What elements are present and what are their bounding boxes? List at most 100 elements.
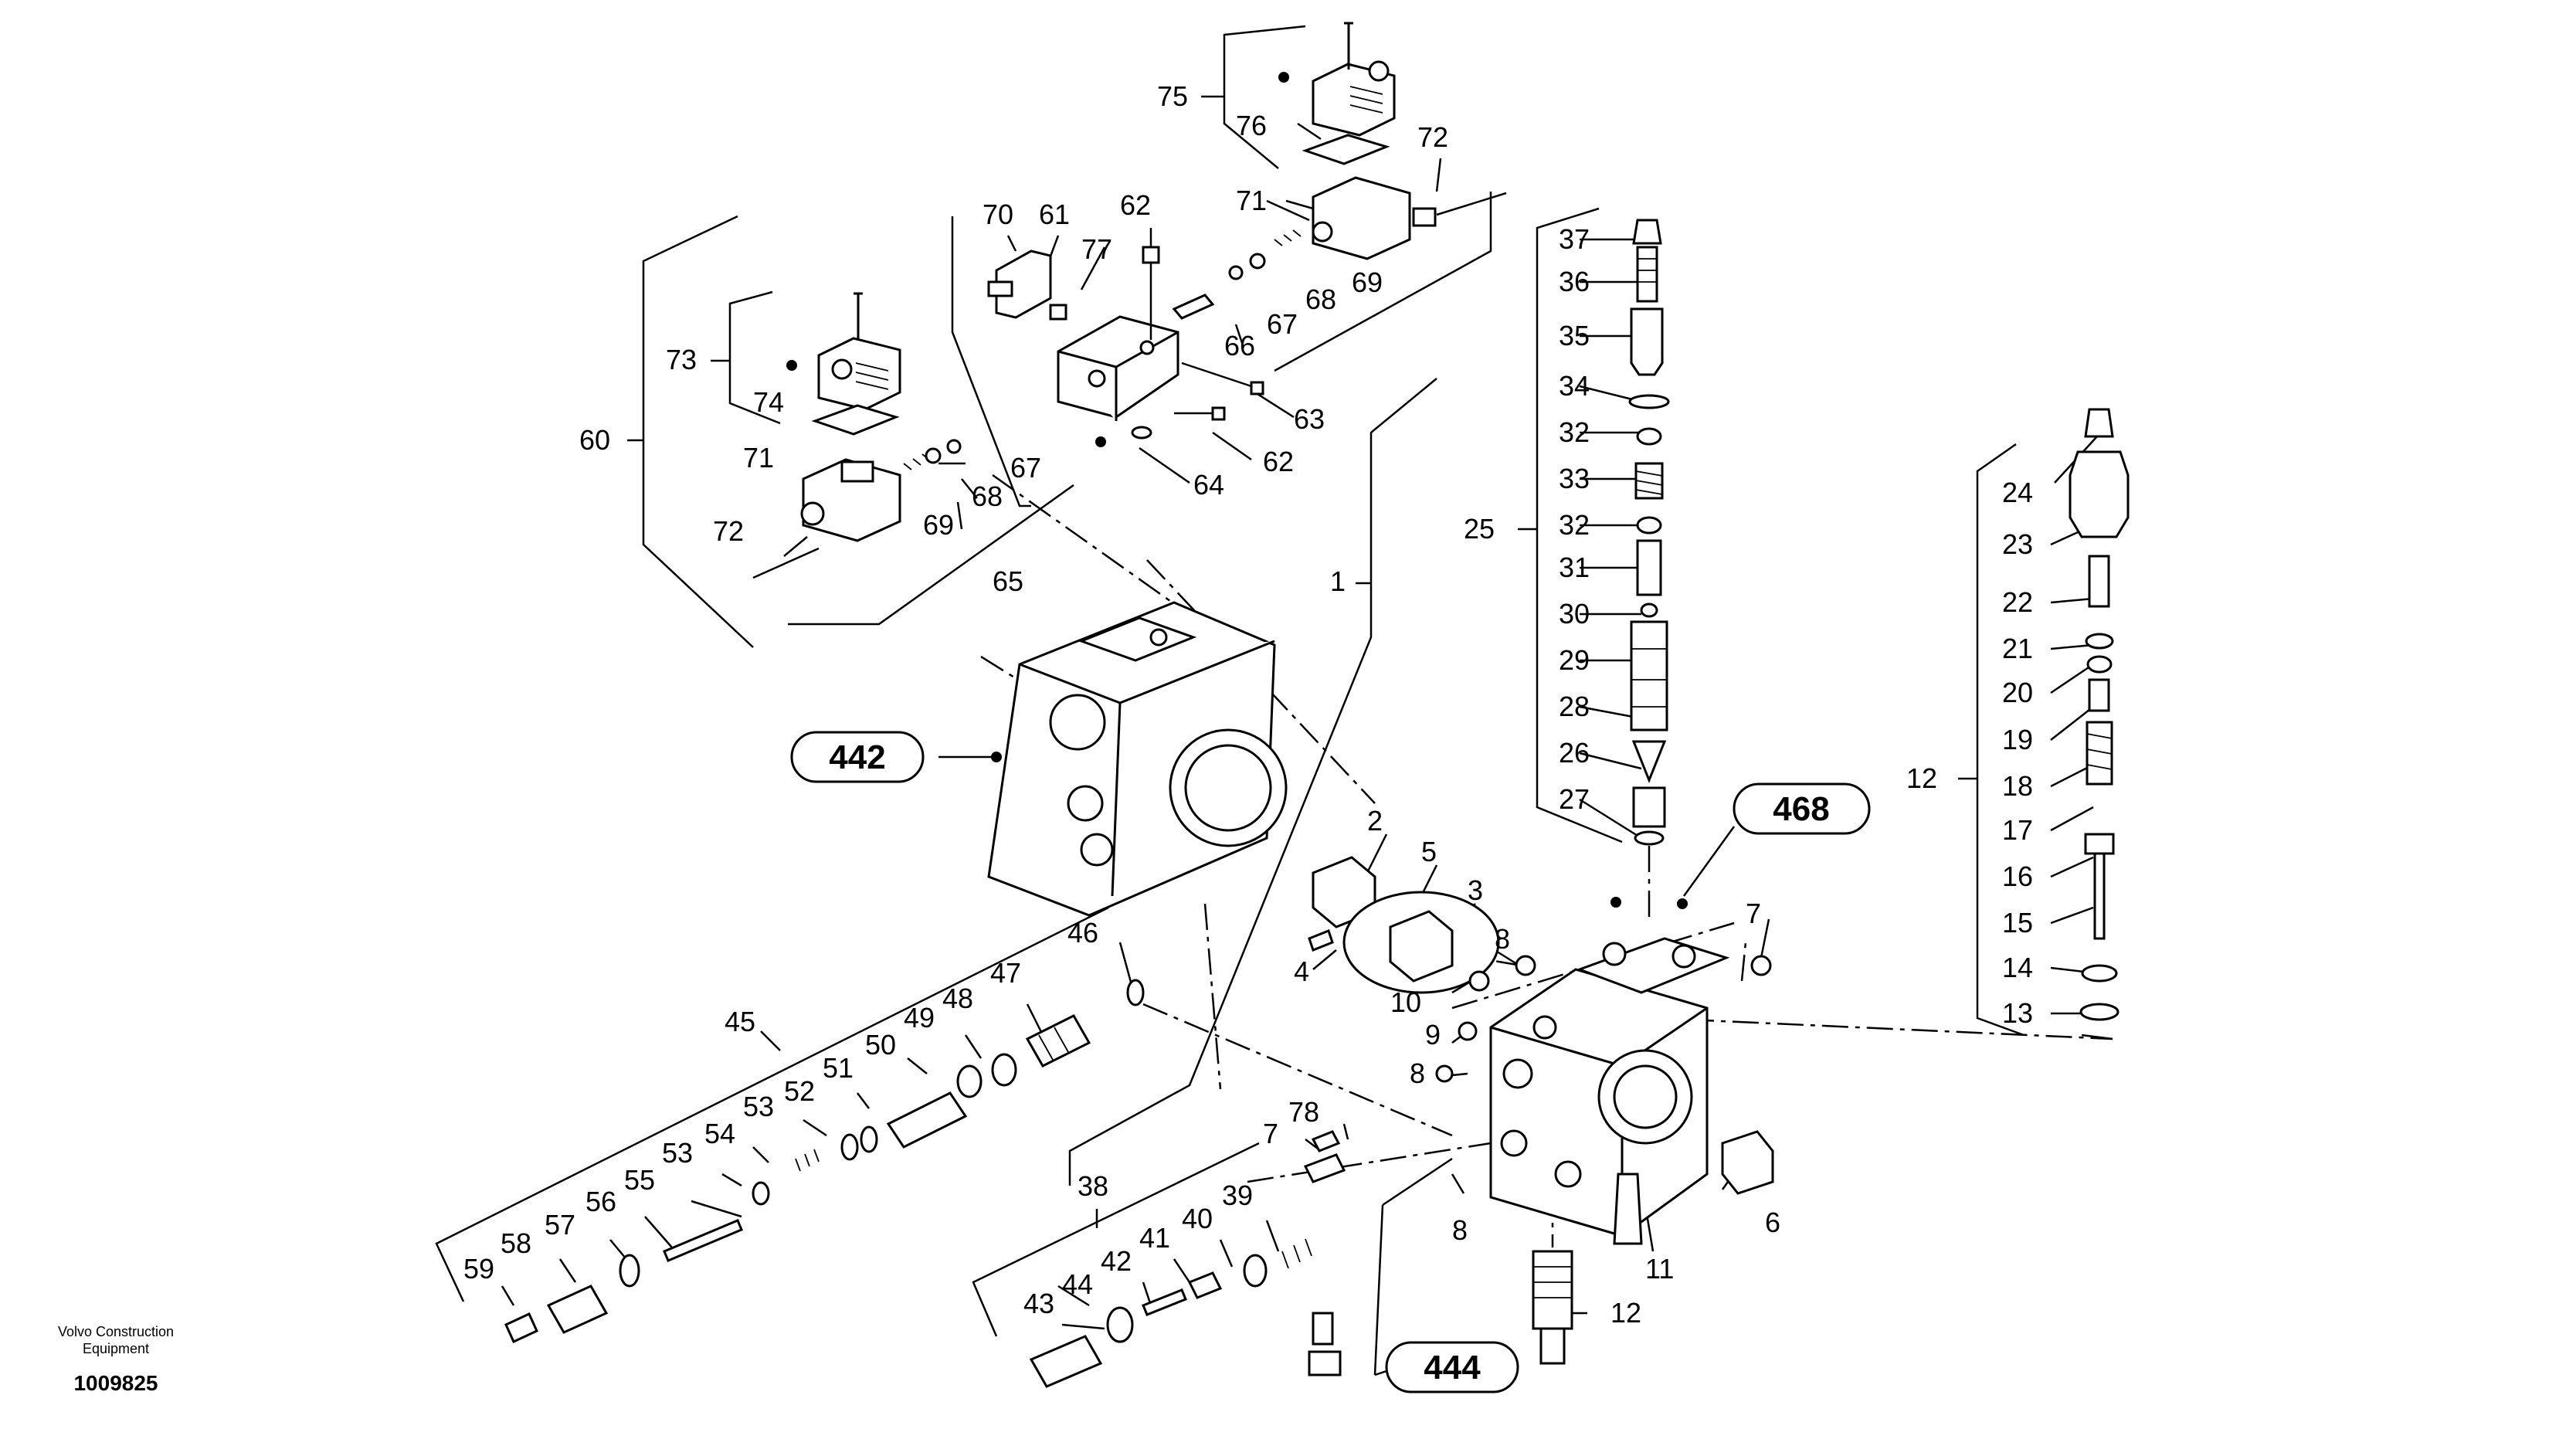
label-53b: 53 bbox=[662, 1137, 693, 1169]
label-57: 57 bbox=[545, 1209, 575, 1241]
label-53: 53 bbox=[743, 1091, 774, 1122]
label-68b: 68 bbox=[972, 480, 1003, 512]
label-15: 15 bbox=[2002, 907, 2033, 939]
label-32: 32 bbox=[1559, 416, 1590, 448]
label-45: 45 bbox=[725, 1006, 755, 1037]
label-72b: 72 bbox=[713, 515, 744, 547]
label-3: 3 bbox=[1468, 874, 1483, 906]
label-18: 18 bbox=[2002, 770, 2033, 802]
spool-assembly-25 bbox=[1628, 219, 1670, 846]
label-12b: 12 bbox=[1610, 1297, 1641, 1329]
callout-444[interactable]: 444 bbox=[1385, 1341, 1519, 1393]
label-34: 34 bbox=[1559, 370, 1590, 402]
label-51: 51 bbox=[823, 1052, 854, 1084]
label-43: 43 bbox=[1023, 1288, 1054, 1319]
label-31: 31 bbox=[1559, 552, 1590, 583]
label-5: 5 bbox=[1421, 836, 1437, 867]
relief-valve-12 bbox=[2069, 408, 2130, 1021]
label-66: 66 bbox=[1224, 330, 1255, 361]
spool-assembly-38 bbox=[1029, 1238, 1312, 1388]
part-labels: 75 76 72 71 69 68 67 66 70 61 62 77 63 6… bbox=[463, 80, 2033, 1329]
label-8: 8 bbox=[1495, 923, 1510, 955]
regulator-body-468 bbox=[1489, 937, 1730, 1237]
callout-442[interactable]: 442 bbox=[790, 731, 925, 783]
label-25: 25 bbox=[1464, 513, 1495, 545]
label-56: 56 bbox=[585, 1186, 616, 1217]
label-8c: 8 bbox=[1452, 1214, 1468, 1246]
label-20: 20 bbox=[2002, 677, 2033, 708]
label-74: 74 bbox=[753, 386, 784, 418]
label-67: 67 bbox=[1267, 308, 1298, 340]
label-14: 14 bbox=[2002, 952, 2033, 983]
label-8b: 8 bbox=[1410, 1057, 1425, 1089]
company-name-line1: Volvo Construction bbox=[58, 1324, 174, 1339]
lower-parts bbox=[1303, 856, 1774, 1376]
label-47: 47 bbox=[990, 957, 1021, 989]
label-4: 4 bbox=[1294, 955, 1309, 987]
label-61: 61 bbox=[1039, 199, 1070, 230]
callout-468[interactable]: 468 bbox=[1733, 782, 1871, 835]
label-7: 7 bbox=[1746, 898, 1761, 929]
callout-444-label: 444 bbox=[1424, 1349, 1481, 1387]
spool-assembly-45 bbox=[504, 979, 1145, 1343]
label-46: 46 bbox=[1067, 917, 1098, 949]
label-9: 9 bbox=[1425, 1019, 1441, 1051]
solenoid-assembly-73 bbox=[752, 292, 962, 579]
label-58: 58 bbox=[501, 1227, 531, 1259]
label-41: 41 bbox=[1139, 1222, 1170, 1254]
label-71b: 71 bbox=[743, 442, 774, 474]
label-50: 50 bbox=[865, 1029, 896, 1061]
label-52: 52 bbox=[784, 1075, 815, 1107]
label-68: 68 bbox=[1305, 283, 1336, 315]
label-42: 42 bbox=[1101, 1245, 1132, 1277]
drawing-number: 1009825 bbox=[73, 1371, 158, 1395]
label-13: 13 bbox=[2002, 997, 2033, 1029]
label-62: 62 bbox=[1120, 189, 1151, 221]
label-71: 71 bbox=[1236, 185, 1267, 216]
label-30: 30 bbox=[1559, 598, 1590, 630]
label-40: 40 bbox=[1182, 1203, 1213, 1234]
label-32b: 32 bbox=[1559, 509, 1590, 541]
label-21: 21 bbox=[2002, 633, 2033, 664]
label-48: 48 bbox=[942, 983, 973, 1014]
label-72: 72 bbox=[1417, 121, 1448, 153]
label-33: 33 bbox=[1559, 463, 1590, 494]
label-1: 1 bbox=[1330, 565, 1346, 597]
label-37: 37 bbox=[1559, 223, 1590, 255]
label-23: 23 bbox=[2002, 528, 2033, 560]
valve-block-77 bbox=[987, 246, 1264, 440]
label-63: 63 bbox=[1294, 403, 1325, 435]
label-22: 22 bbox=[2002, 586, 2033, 618]
label-59: 59 bbox=[463, 1253, 494, 1285]
pump-housing-442 bbox=[987, 601, 1288, 917]
label-67b: 67 bbox=[1010, 452, 1041, 484]
label-38: 38 bbox=[1078, 1170, 1108, 1202]
group-brackets bbox=[435, 25, 2024, 1337]
label-77: 77 bbox=[1081, 233, 1112, 265]
label-12: 12 bbox=[1906, 762, 1937, 794]
label-36: 36 bbox=[1559, 266, 1590, 297]
label-54: 54 bbox=[704, 1118, 735, 1149]
label-60: 60 bbox=[579, 424, 610, 456]
label-16: 16 bbox=[2002, 860, 2033, 892]
label-64: 64 bbox=[1193, 469, 1224, 501]
label-28: 28 bbox=[1559, 691, 1590, 722]
label-7b: 7 bbox=[1263, 1118, 1278, 1149]
label-6: 6 bbox=[1765, 1207, 1780, 1238]
label-24: 24 bbox=[2002, 477, 2033, 508]
label-73: 73 bbox=[666, 344, 697, 375]
label-78: 78 bbox=[1288, 1096, 1319, 1128]
label-29: 29 bbox=[1559, 644, 1590, 676]
label-75: 75 bbox=[1157, 80, 1188, 112]
label-70: 70 bbox=[983, 199, 1013, 230]
label-10: 10 bbox=[1390, 986, 1421, 1018]
callout-442-label: 442 bbox=[829, 738, 885, 776]
label-27: 27 bbox=[1559, 783, 1590, 815]
label-44: 44 bbox=[1062, 1268, 1093, 1300]
label-19: 19 bbox=[2002, 724, 2033, 755]
label-69: 69 bbox=[1352, 266, 1383, 298]
label-76: 76 bbox=[1236, 110, 1267, 141]
label-65: 65 bbox=[993, 565, 1023, 597]
label-35: 35 bbox=[1559, 320, 1590, 351]
label-69b: 69 bbox=[923, 509, 954, 541]
